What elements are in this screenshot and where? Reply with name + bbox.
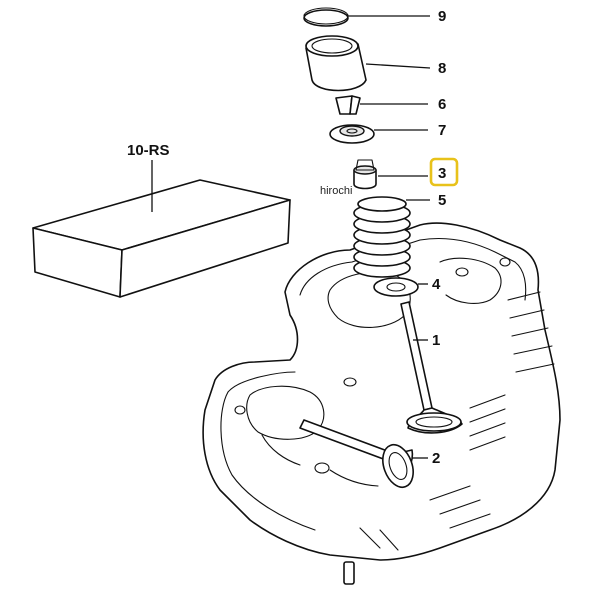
part-4-washer: [373, 277, 428, 297]
part-3-stem-seal: [353, 159, 428, 190]
label-8: 8: [438, 60, 446, 77]
label-5: 5: [438, 192, 446, 209]
label-2: 2: [432, 450, 440, 467]
highlight-box: [429, 157, 459, 187]
watermark: hirochi: [320, 185, 352, 197]
label-4: 4: [432, 276, 441, 293]
label-1: 1: [432, 332, 440, 349]
cylinder-head: [202, 222, 561, 585]
valve-2: [299, 419, 428, 489]
label-3: 3: [438, 165, 446, 182]
part-7-retainer: [329, 124, 428, 144]
label-7: 7: [438, 122, 446, 139]
label-9: 9: [438, 8, 446, 25]
part-6-collets: [335, 95, 428, 115]
seal-kit-box: [32, 160, 291, 298]
label-6: 6: [438, 96, 446, 113]
part-8-tappet: [305, 35, 431, 92]
label-10rs: 10-RS: [127, 142, 170, 159]
part-9-shim: [303, 7, 430, 27]
part-5-spring: [353, 196, 430, 278]
leader-8: [365, 63, 431, 69]
valve-1: [400, 301, 463, 434]
